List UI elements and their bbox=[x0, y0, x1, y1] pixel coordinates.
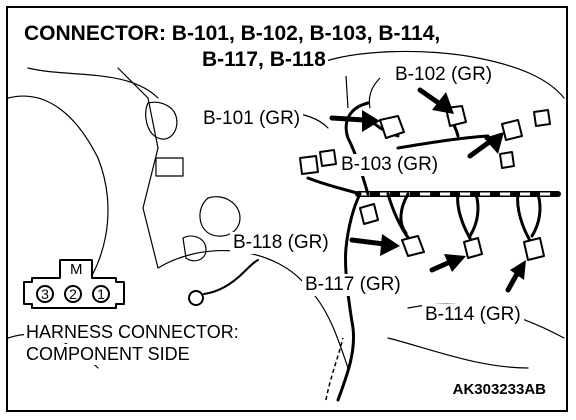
label-b102: B-102 (GR) bbox=[392, 64, 496, 86]
arrow-b102-head bbox=[432, 92, 454, 114]
harness-note-line2: COMPONENT SIDE bbox=[24, 344, 192, 365]
label-b114: B-114 (GR) bbox=[422, 304, 524, 326]
arrow-b101-head bbox=[362, 110, 380, 132]
connector-title-line2: B-117, B-118 bbox=[200, 48, 328, 72]
label-b117: B-117 (GR) bbox=[302, 274, 404, 296]
body-contour bbox=[307, 50, 565, 99]
connector-spare bbox=[533, 109, 551, 127]
label-b103: B-103 (GR) bbox=[338, 154, 442, 176]
arrow-b114-shaft bbox=[505, 269, 521, 293]
arrow-b117-head bbox=[444, 254, 466, 272]
leader-line bbox=[368, 77, 381, 109]
ring-terminal bbox=[188, 290, 204, 306]
connector-b101 bbox=[379, 115, 405, 139]
arrow-b118-shaft bbox=[349, 237, 387, 247]
arrow-b101-shaft bbox=[329, 115, 367, 123]
label-b101: B-101 (GR) bbox=[200, 108, 304, 130]
connector-b118 bbox=[401, 235, 425, 257]
body-contour bbox=[387, 337, 529, 369]
arrow-b117-shaft bbox=[429, 259, 453, 273]
connector-pin: 3 bbox=[36, 285, 54, 303]
connector-b117 bbox=[463, 237, 483, 259]
harness-branch bbox=[386, 192, 412, 242]
connector-pin: 1 bbox=[92, 285, 110, 303]
connector-key-label: M bbox=[70, 261, 83, 278]
connector-b103-mate bbox=[319, 149, 337, 167]
harness-branch bbox=[396, 134, 490, 150]
sensor-body bbox=[182, 235, 207, 262]
harness-branch bbox=[468, 192, 480, 238]
body-contour bbox=[117, 67, 159, 269]
diagram-frame: CONNECTOR: B-101, B-102, B-103, B-114, B… bbox=[6, 6, 568, 412]
harness-branch bbox=[344, 101, 370, 196]
connector-b102-mate bbox=[501, 119, 523, 141]
connector-b103 bbox=[299, 155, 319, 175]
harness-branch bbox=[306, 176, 362, 196]
harness-branch bbox=[516, 192, 534, 246]
sensor-body bbox=[199, 196, 241, 237]
bracket bbox=[155, 157, 184, 177]
connector-pin: 2 bbox=[64, 285, 82, 303]
leader-line bbox=[345, 75, 349, 109]
body-contour bbox=[27, 67, 159, 99]
arrow-b103-head bbox=[484, 132, 504, 154]
harness-branch bbox=[530, 192, 542, 238]
arrow-b102-shaft bbox=[417, 87, 443, 107]
arrow-b118-head bbox=[380, 234, 400, 256]
ground-wire bbox=[203, 259, 259, 295]
body-contour bbox=[157, 250, 349, 369]
figure-code: AK303233AB bbox=[450, 381, 548, 398]
connector-spare bbox=[499, 151, 515, 169]
body-contour bbox=[8, 95, 109, 309]
arrow-b114-head bbox=[510, 260, 526, 280]
label-b118: B-118 (GR) bbox=[230, 232, 332, 254]
harness-branch bbox=[336, 192, 362, 402]
harness-tape bbox=[325, 337, 344, 401]
connector-small bbox=[359, 203, 379, 225]
hose-clamp bbox=[145, 101, 178, 140]
connector-b114 bbox=[523, 237, 545, 261]
connector-title-line1: CONNECTOR: B-101, B-102, B-103, B-114, bbox=[22, 22, 443, 46]
harness-note-line1: HARNESS CONNECTOR: bbox=[24, 322, 241, 343]
harness-branch bbox=[399, 192, 410, 235]
